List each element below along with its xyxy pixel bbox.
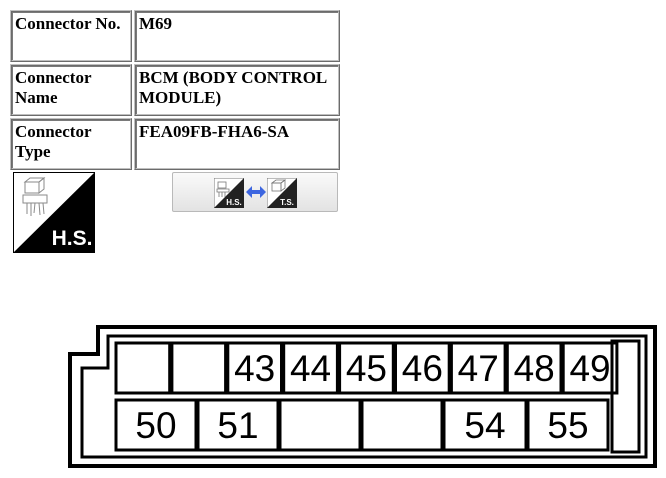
terminal-cavity (526, 398, 610, 452)
connector-name-label: Connector Name (10, 64, 132, 116)
terminal-number: 55 (547, 405, 588, 446)
terminal-cavity (449, 341, 507, 395)
connector-name-row: Connector Name BCM (BODY CONTROL MODULE) (10, 64, 340, 116)
terminal-number: 51 (217, 405, 258, 446)
terminal-number: 48 (514, 348, 555, 389)
terminal-number: 45 (346, 348, 387, 389)
terminal-cavity (442, 398, 528, 452)
terminal-number: 44 (290, 348, 331, 389)
terminal-number: 47 (458, 348, 499, 389)
terminal-cavity (170, 341, 228, 395)
connector-type-label: Connector Type (10, 118, 132, 170)
terminal-number: 43 (234, 348, 275, 389)
terminal-number: 54 (464, 405, 505, 446)
terminal-cavity (226, 341, 284, 395)
connector-no-label: Connector No. (10, 10, 132, 62)
terminal-cavity (394, 341, 451, 395)
ts-mini-icon: T.S. (267, 178, 297, 208)
view-icon-label: H.S. (52, 227, 93, 250)
terminal-cavity (114, 341, 172, 395)
connector-info-table: Connector No. M69 Connector Name BCM (BO… (8, 8, 342, 172)
terminal-cavity (561, 341, 619, 395)
toggle-right-label: T.S. (280, 198, 294, 207)
hs-mini-icon: H.S. (214, 178, 244, 208)
terminal-number: 46 (402, 348, 443, 389)
terminal-cavity (282, 341, 339, 395)
terminal-cavity (278, 398, 362, 452)
connector-housing-inner (80, 334, 648, 459)
terminal-cavity (505, 341, 563, 395)
terminal-cavity (360, 398, 444, 452)
connector-no-value: M69 (134, 10, 340, 62)
swap-arrow-icon (246, 186, 266, 198)
connector-name-value: BCM (BODY CONTROL MODULE) (134, 64, 340, 116)
terminal-number: 49 (569, 348, 610, 389)
connector-right-latch (610, 339, 641, 454)
terminal-cavity (196, 398, 280, 452)
toggle-left-label: H.S. (226, 198, 242, 207)
terminal-cavity (338, 341, 395, 395)
harness-side-icon: H.S. (13, 172, 95, 253)
connector-type-value: FEA09FB-FHA6-SA (134, 118, 340, 170)
terminal-number: 50 (135, 405, 176, 446)
terminal-cavity (114, 398, 198, 452)
connector-housing-outer (68, 325, 657, 468)
hs-ts-toggle-button[interactable]: H.S. T.S. (172, 172, 338, 212)
connector-type-row: Connector Type FEA09FB-FHA6-SA (10, 118, 340, 170)
connector-no-row: Connector No. M69 (10, 10, 340, 62)
